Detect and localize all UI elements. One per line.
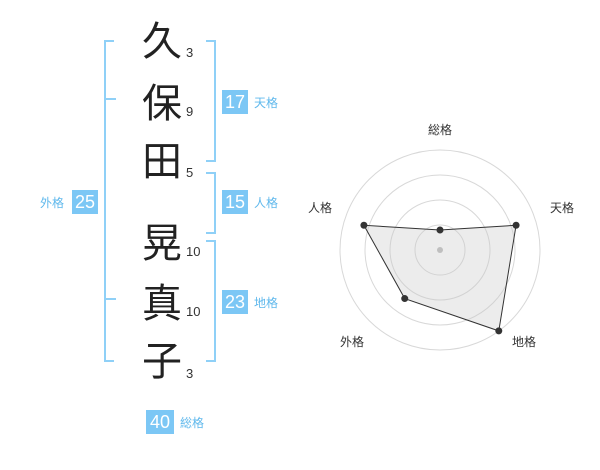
gaikaku-value: 25 [72, 190, 98, 214]
radar-axis-label-3: 地格 [512, 334, 536, 349]
outer-bracket-tick [104, 98, 116, 100]
soukaku-label: 総格 [180, 416, 205, 430]
radar-ring [389, 199, 491, 301]
radar-axis-label-2: 天格 [550, 200, 574, 215]
radar-axis-label-4: 外格 [340, 334, 364, 349]
gaikaku-label: 外格 [40, 196, 65, 210]
stroke-count-5: 10 [186, 304, 201, 319]
chikaku-label: 地格 [254, 296, 279, 310]
radar-ring [414, 224, 466, 276]
radar-center-dot [437, 247, 443, 253]
tenkaku-bracket [206, 40, 216, 162]
radar-ring [364, 174, 516, 326]
soukaku-value: 40 [146, 410, 174, 434]
name-char-1: 久 [142, 19, 182, 65]
radar-area [363, 224, 517, 332]
radar-point-3 [495, 327, 503, 335]
name-char-4: 晃 [142, 221, 182, 267]
tenkaku-value: 17 [222, 90, 248, 114]
radar-point-5 [360, 221, 368, 229]
radar-point-1 [436, 226, 444, 234]
stroke-count-3: 5 [186, 165, 194, 180]
radar-ring [339, 149, 541, 351]
stroke-count-2: 9 [186, 104, 194, 119]
chikaku-bracket [206, 240, 216, 362]
name-char-2: 保 [142, 81, 182, 127]
name-char-3: 田 [142, 139, 182, 185]
radar-axis-label-5: 人格 [308, 200, 332, 215]
stroke-count-4: 10 [186, 244, 201, 259]
name-char-6: 子 [142, 339, 182, 385]
jinkaku-label: 人格 [254, 196, 279, 210]
outer-bracket [104, 40, 114, 362]
name-char-5: 真 [142, 281, 182, 327]
jinkaku-bracket [206, 172, 216, 234]
tenkaku-label: 天格 [254, 96, 279, 110]
stroke-count-1: 3 [186, 45, 194, 60]
stroke-count-6: 3 [186, 366, 194, 381]
jinkaku-value: 15 [222, 190, 248, 214]
outer-bracket-tick [104, 298, 116, 300]
radar-point-4 [401, 295, 409, 303]
chikaku-value: 23 [222, 290, 248, 314]
radar-point-2 [512, 221, 520, 229]
radar-axis-label-1: 総格 [428, 122, 452, 137]
